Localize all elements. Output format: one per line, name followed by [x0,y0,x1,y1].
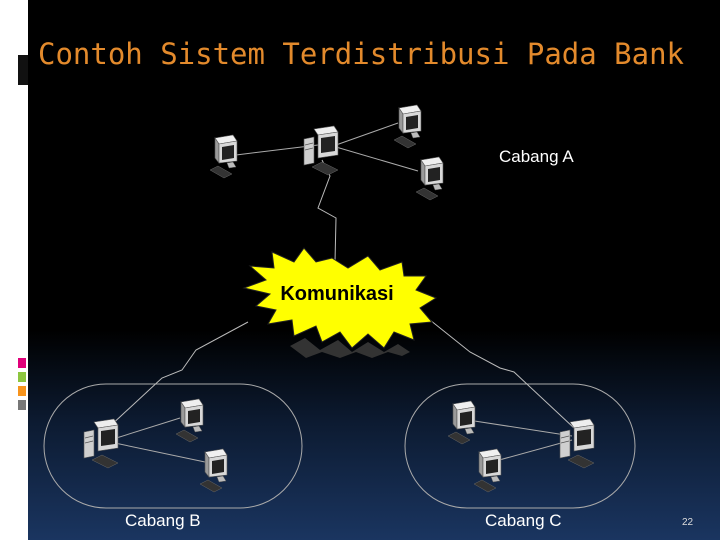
cabang-c-links [467,419,573,463]
server-icon [303,125,339,176]
komunikasi-label: Komunikasi [280,283,393,305]
accent-square-green [18,372,26,382]
computer-icon [415,156,444,201]
cabang-b-enclosure [43,383,303,509]
cabang-c-label: Cabang C [485,511,562,530]
computer-icon [393,104,422,149]
cabang-c-enclosure [404,383,636,509]
page-number: 22 [682,517,694,528]
accent-square-black [18,55,28,85]
server-icon [559,418,595,469]
computer-icon [175,398,204,443]
left-accent-bar [0,0,28,540]
cabang-b-label: Cabang B [125,511,201,530]
server-icon [83,418,119,469]
komunikasi-burst [242,247,438,349]
burst-shadow [290,338,410,358]
computer-icon [447,400,476,445]
computer-icon [199,448,228,493]
cabang-b-links [109,417,206,463]
cabang-a-label: Cabang A [499,147,574,166]
accent-square-pink [18,358,26,368]
computer-icon [473,448,502,493]
accent-square-grey [18,400,26,410]
accent-square-orange [18,386,26,396]
computer-icon [209,134,238,179]
slide-title: Contoh Sistem Terdistribusi Pada Bank [38,37,685,71]
